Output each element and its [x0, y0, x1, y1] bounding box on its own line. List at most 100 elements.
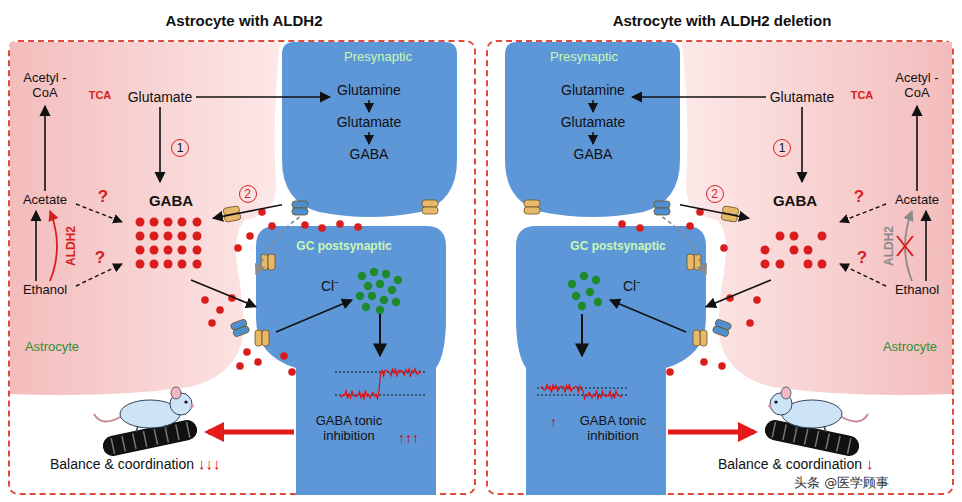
chloride-dot [392, 298, 400, 306]
gaba-dot [268, 222, 276, 230]
gaba-dot [761, 260, 770, 269]
arrow-line [801, 107, 803, 182]
text-label: Acetate [895, 193, 939, 208]
mouse-leg [165, 425, 167, 431]
transporter-half [422, 200, 438, 207]
node-text: Astrocyte with ALDH2 deletion [613, 12, 832, 29]
gaba-dot [216, 306, 224, 314]
shape-group [682, 42, 952, 395]
gaba-dot [636, 224, 644, 232]
gaba-dot [354, 223, 362, 231]
rotarod-stripe [133, 434, 136, 450]
transporter-half [654, 201, 670, 208]
transporter-half [422, 207, 438, 214]
rotarod-stripe [772, 422, 775, 438]
gaba-dot [136, 260, 145, 269]
transporter-half [232, 325, 249, 337]
gaba-dot [150, 260, 159, 269]
current-trace [541, 384, 622, 399]
arrow-line [916, 106, 918, 191]
chloride-dot [362, 303, 370, 311]
transporter-symbol [292, 201, 308, 215]
chloride-dot [370, 268, 378, 276]
postsynaptic-cell: GC postsynapticCl⁻GABA tonic inhibition↑… [256, 226, 446, 495]
astrocyte-outline [682, 42, 952, 395]
arrow-line [368, 100, 370, 112]
chloride-dot [572, 292, 580, 300]
text-label: Ethanol [23, 283, 67, 298]
mouse-nose [190, 404, 194, 408]
shape-group [505, 42, 680, 217]
gaba-dot [804, 260, 813, 269]
gaba-dot [193, 232, 202, 241]
gaba-dot [136, 218, 145, 227]
arrow-line [76, 264, 122, 286]
transporter-symbol [422, 200, 438, 214]
gaba-dot [718, 362, 726, 370]
chloride-dot [382, 270, 390, 278]
transporter-half [262, 330, 269, 346]
node-text: GABA [350, 146, 389, 162]
transporter-symbol [654, 201, 670, 215]
chloride-dot [380, 296, 388, 304]
mouse-eye [184, 400, 187, 403]
text-label: Ethanol [895, 283, 939, 298]
mouse-leg [136, 426, 138, 432]
gaba-dot [150, 218, 159, 227]
panel-frame: TCAGABAAstrocytePresynapticGlutamineGlut… [8, 40, 476, 495]
gaba-dot [164, 232, 173, 241]
shape-group [282, 42, 457, 217]
gaba-dot [288, 368, 296, 376]
gaba-dot [164, 246, 173, 255]
gaba-dot [178, 232, 187, 241]
aldh2-arrow [50, 211, 57, 281]
watermark: 头条 @医学顾事 [792, 476, 891, 491]
gaba-dot [164, 260, 173, 269]
gaba-dot [318, 224, 326, 232]
transporter-half [268, 254, 275, 270]
text-label: ? [95, 248, 105, 268]
gaba-dot [246, 232, 254, 240]
chloride-dot [594, 298, 602, 306]
rotarod-stripe [783, 424, 786, 440]
arrow-line [592, 100, 594, 112]
postsynaptic-outline [256, 226, 446, 495]
callout-number: 2 [239, 185, 257, 203]
gaba-dot [164, 218, 173, 227]
chloride-dot [376, 306, 384, 314]
gaba-dot [234, 244, 242, 252]
transporter-symbol [255, 330, 269, 346]
transporter-half [654, 208, 670, 215]
rotarod-stripe [122, 436, 125, 452]
arrow-line [368, 132, 370, 144]
gaba-dot [686, 222, 694, 230]
connector-arrow [680, 205, 749, 219]
gaba-dot [818, 260, 827, 269]
arrow-line [35, 211, 37, 281]
gaba-dot [280, 352, 288, 360]
presynaptic-outline [505, 42, 680, 217]
shape-group [516, 226, 706, 495]
text-label: Balance & coordination [718, 456, 862, 472]
deletion-cross [897, 236, 913, 256]
node-text: TCA [851, 89, 874, 102]
presynaptic-terminal: PresynapticGlutamineGlutamateGABA [505, 42, 680, 217]
node-text: Presynaptic [550, 50, 618, 65]
node-text: ↑↑↑ [398, 430, 419, 446]
gaba-dot [618, 220, 626, 228]
mouse-leg [824, 426, 826, 432]
transporter-half [700, 330, 707, 346]
presynaptic-outline [282, 42, 457, 217]
text-label: Acetyl -CoA [893, 71, 941, 101]
node-text: GABA tonic inhibition [302, 414, 396, 444]
chloride-dot [368, 292, 376, 300]
transporter-half [292, 201, 308, 208]
rotarod-stripe [815, 431, 818, 447]
connector-arrow [213, 205, 282, 219]
chloride-dot [394, 276, 402, 284]
text-label: ↓↓↓ [198, 455, 221, 472]
gaba-dot [150, 246, 159, 255]
rotarod-stripe [186, 422, 189, 438]
mouse-ear [781, 387, 791, 399]
